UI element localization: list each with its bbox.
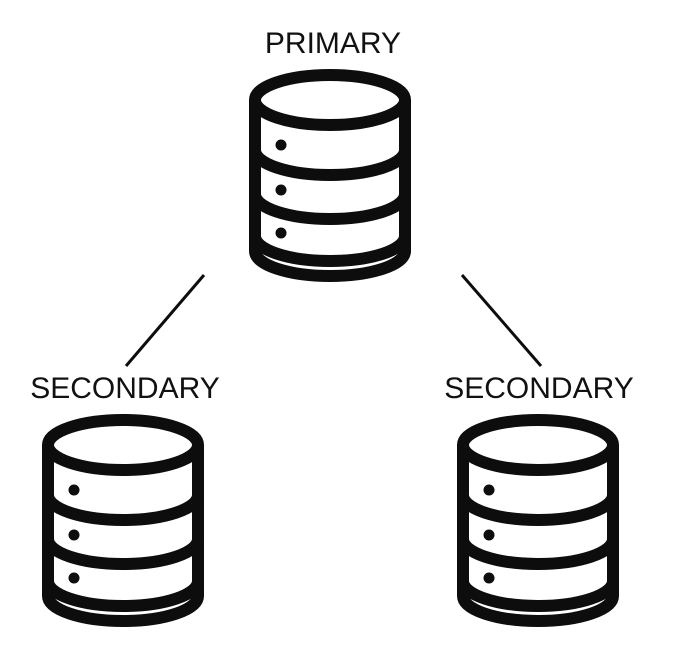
primary-label: PRIMARY: [264, 27, 402, 60]
secondary-left-database-icon: [48, 420, 198, 621]
connector-primary-right: [460, 274, 543, 367]
secondary-right-label: SECONDARY: [444, 372, 634, 405]
connector-primary-left: [124, 274, 206, 367]
secondary-left-label: SECONDARY: [30, 372, 220, 405]
secondary-right-database-icon: [463, 420, 613, 621]
primary-database-icon: [255, 75, 405, 276]
